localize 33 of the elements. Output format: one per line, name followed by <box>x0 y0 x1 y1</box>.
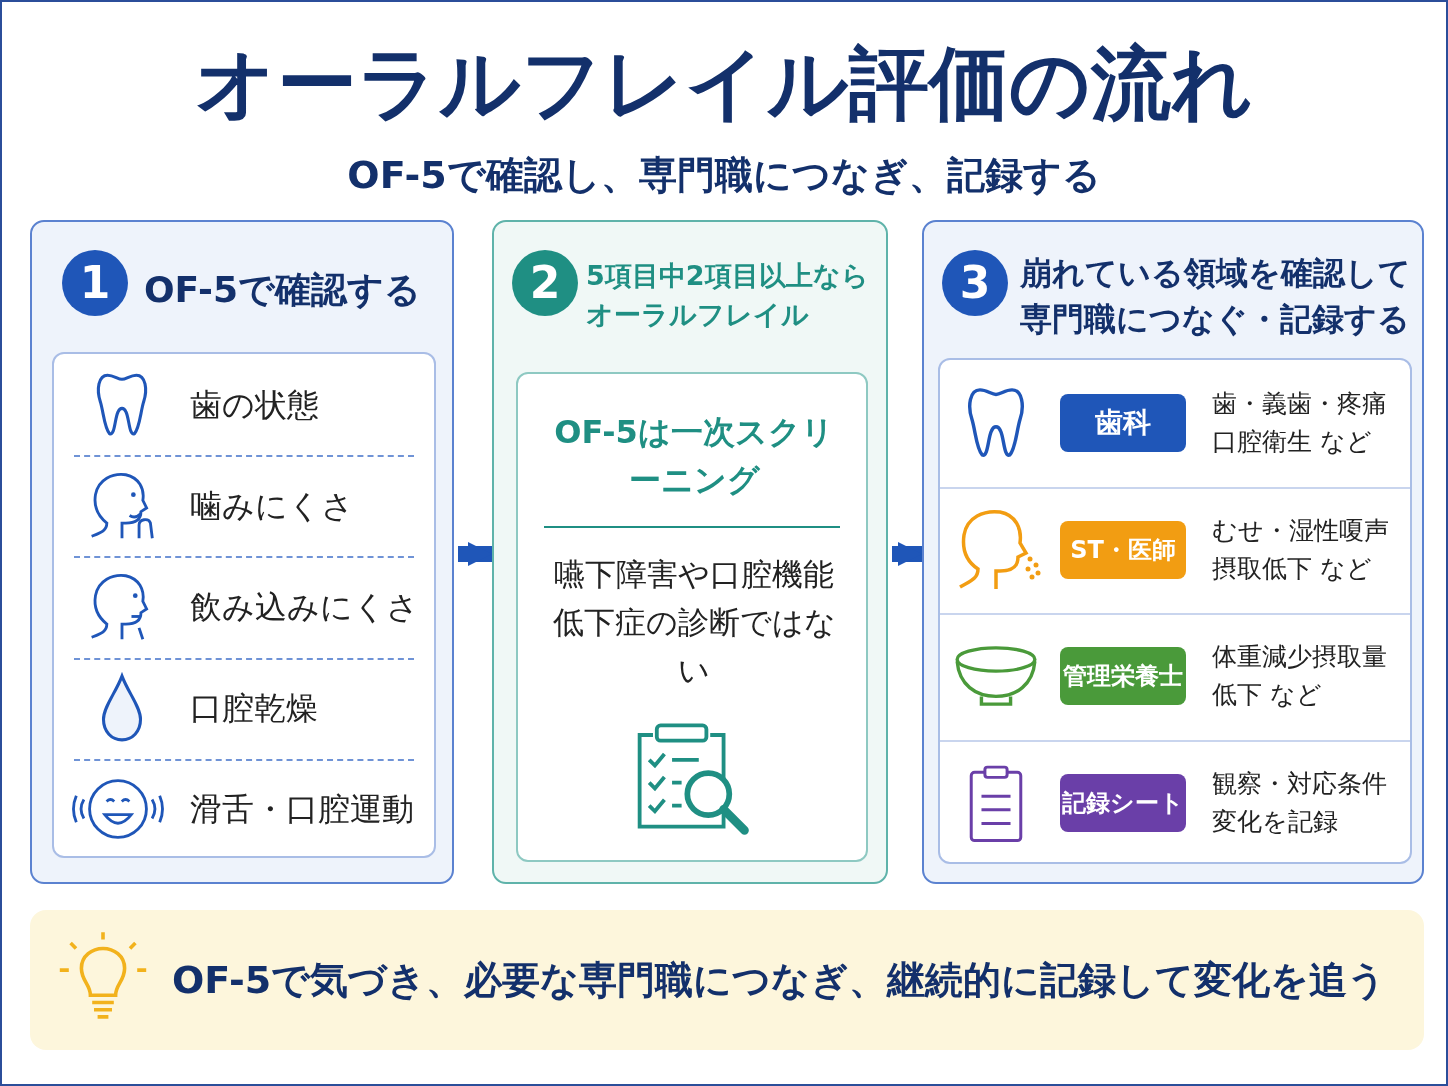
card-heading: OF-5は一次スクリーニング <box>553 412 835 501</box>
step-heading: 崩れている領域を確認して専門職につなぐ・記録する <box>1020 253 1412 341</box>
checklist-item: 飲み込みにくさ <box>190 585 419 629</box>
subtitle: OF-5で確認し、専門職につなぎ、記録する <box>346 152 1102 199</box>
arrow <box>892 542 922 566</box>
step-panel <box>922 220 1424 884</box>
step-heading: OF-5で確認する <box>144 268 423 312</box>
step-panel <box>30 220 454 884</box>
title: オーラルフレイル評価の流れ <box>194 36 1254 132</box>
checklist-item: 滑舌・口腔運動 <box>190 787 414 831</box>
checklist-item: 歯の状態 <box>190 383 319 427</box>
checklist-item: 口腔乾燥 <box>190 686 318 730</box>
summary-text: OF-5で気づき、必要な専門職につなぎ、継続的に記録して変化を追う <box>172 957 1387 1004</box>
checklist-item: 噛みにくさ <box>190 484 354 528</box>
tag-description: 観察・対応条件変化を記録 <box>1212 768 1388 838</box>
note-card <box>516 372 868 862</box>
tag-description: 歯・義歯・疼痛口腔衛生 など <box>1212 388 1388 458</box>
department-tag: 歯科 <box>1060 394 1186 452</box>
department-tag: ST・医師 <box>1060 521 1186 579</box>
summary-banner <box>30 910 1424 1050</box>
list-box <box>52 352 436 858</box>
list-box <box>938 358 1412 864</box>
card-body: 嚥下障害や口腔機能低下症の診断ではない <box>551 555 837 691</box>
department-tag: 管理栄養士 <box>1060 647 1186 705</box>
tag-description: むせ・湿性嗄声摂取低下 など <box>1212 515 1390 585</box>
department-tag: 記録シート <box>1060 774 1186 832</box>
step-heading: 5項目中2項目以上ならオーラルフレイル <box>586 259 870 333</box>
arrow <box>458 542 492 566</box>
step-number: 1 <box>62 250 128 316</box>
tag-description: 体重減少摂取量低下 など <box>1212 641 1388 711</box>
step-panel <box>492 220 888 884</box>
step-number: 3 <box>942 250 1008 316</box>
step-number: 2 <box>512 250 578 316</box>
